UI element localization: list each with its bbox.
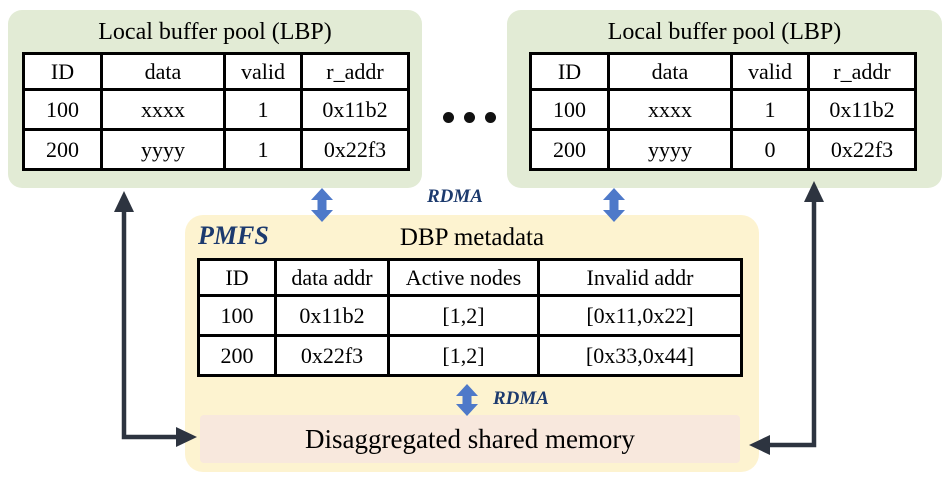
cell: 200 xyxy=(22,128,103,171)
col-header: r_addr xyxy=(807,52,917,91)
cell: 100 xyxy=(22,88,103,131)
col-header: data xyxy=(100,52,226,91)
table-row: 200 0x22f3 [1,2] [0x33,0x44] xyxy=(197,334,743,377)
col-header: ID xyxy=(22,52,103,91)
cell: 1 xyxy=(730,88,810,131)
flow-arrow-left xyxy=(114,191,197,447)
cell: xxxx xyxy=(100,88,226,131)
table-row: 100 0x11b2 [1,2] [0x11,0x22] xyxy=(197,294,743,337)
lbp-title-right: Local buffer pool (LBP) xyxy=(607,19,842,45)
cell: [0x33,0x44] xyxy=(537,334,743,377)
table-row: 200 yyyy 1 0x22f3 xyxy=(22,128,410,171)
rdma-label-top: RDMA xyxy=(427,186,483,207)
lbp-table-right: ID data valid r_addr 100 xxxx 1 0x11b2 2… xyxy=(529,52,917,171)
col-header: Active nodes xyxy=(387,258,540,297)
disaggregated-shared-memory-box: Disaggregated shared memory xyxy=(200,415,740,463)
cell: 0x22f3 xyxy=(274,334,390,377)
col-header: data xyxy=(607,52,733,91)
cell: [1,2] xyxy=(387,294,540,337)
cell: [1,2] xyxy=(387,334,540,377)
col-header: valid xyxy=(730,52,810,91)
cell: 1 xyxy=(223,88,303,131)
rdma-label-bottom: RDMA xyxy=(493,388,549,409)
ellipsis-dot xyxy=(464,112,475,123)
table-header-row: ID data valid r_addr xyxy=(22,52,410,91)
ellipsis-icon xyxy=(443,112,496,123)
table-row: 100 xxxx 1 0x11b2 xyxy=(22,88,410,131)
cell: 0x11b2 xyxy=(807,88,917,131)
cell: xxxx xyxy=(607,88,733,131)
col-header: r_addr xyxy=(300,52,410,91)
col-header: ID xyxy=(197,258,277,297)
table-row: 200 yyyy 0 0x22f3 xyxy=(529,128,917,171)
cell: 100 xyxy=(529,88,610,131)
cell: 0x22f3 xyxy=(807,128,917,171)
table-row: 100 xxxx 1 0x11b2 xyxy=(529,88,917,131)
pmfs-panel: PMFS DBP metadata ID data addr Active no… xyxy=(185,215,759,472)
cell: [0x11,0x22] xyxy=(537,294,743,337)
col-header: Invalid addr xyxy=(537,258,743,297)
cell: 0 xyxy=(730,128,810,171)
flow-arrow-right xyxy=(749,181,824,455)
cell: yyyy xyxy=(607,128,733,171)
dbp-metadata-table: ID data addr Active nodes Invalid addr 1… xyxy=(197,258,743,377)
cell: 200 xyxy=(529,128,610,171)
col-header: ID xyxy=(529,52,610,91)
table-header-row: ID data addr Active nodes Invalid addr xyxy=(197,258,743,297)
col-header: valid xyxy=(223,52,303,91)
cell: 200 xyxy=(197,334,277,377)
col-header: data addr xyxy=(274,258,390,297)
pmfs-label: PMFS xyxy=(198,221,269,250)
cell: 100 xyxy=(197,294,277,337)
ellipsis-dot xyxy=(443,112,454,123)
cell: 0x11b2 xyxy=(274,294,390,337)
shared-memory-label: Disaggregated shared memory xyxy=(305,424,635,454)
cell: 0x22f3 xyxy=(300,128,410,171)
cell: 1 xyxy=(223,128,303,171)
cell: 0x11b2 xyxy=(300,88,410,131)
table-header-row: ID data valid r_addr xyxy=(529,52,917,91)
lbp-panel-left: Local buffer pool (LBP) ID data valid r_… xyxy=(8,10,422,188)
dbp-metadata-title: DBP metadata xyxy=(399,224,545,251)
lbp-panel-right: Local buffer pool (LBP) ID data valid r_… xyxy=(507,10,942,188)
lbp-title-left: Local buffer pool (LBP) xyxy=(98,19,332,45)
ellipsis-dot xyxy=(485,112,496,123)
lbp-table-left: ID data valid r_addr 100 xxxx 1 0x11b2 2… xyxy=(22,52,410,171)
cell: yyyy xyxy=(100,128,226,171)
